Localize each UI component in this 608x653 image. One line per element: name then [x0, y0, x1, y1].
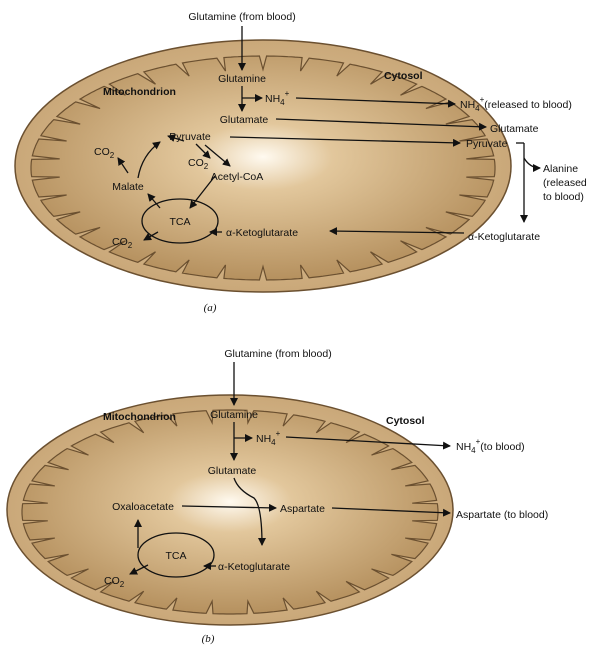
label-nh4-outer-b: NH4+(to blood) [456, 437, 525, 455]
label-alanine-1: Alanine [543, 163, 578, 175]
label-glutamate-inner-a: Glutamate [220, 114, 269, 126]
label-glutamine-blood-b: Glutamine (from blood) [224, 348, 331, 360]
label-akg-inner-a: α-Ketoglutarate [226, 227, 298, 239]
label-akg-b: α-Ketoglutarate [218, 561, 290, 573]
caption-a: (a) [204, 302, 217, 314]
label-malate-a: Malate [112, 181, 144, 193]
label-oxaloacetate-b: Oxaloacetate [112, 501, 174, 513]
label-akg-outer-a: α-Ketoglutarate [468, 231, 540, 243]
label-cytosol-b: Cytosol [386, 415, 425, 427]
label-glutamine-b: Glutamine [210, 409, 258, 421]
label-glutamate-outer-a: Glutamate [490, 123, 539, 135]
panel-b: Glutamine (from blood) Glutamine Mitocho… [7, 348, 548, 645]
label-aspartate-outer-b: Aspartate (to blood) [456, 509, 548, 521]
inner-membrane-a [31, 56, 495, 280]
caption-b: (b) [202, 633, 215, 645]
label-glutamate-b: Glutamate [208, 465, 257, 477]
panel-a: Glutamine (from blood) Glutamine Mitocho… [15, 11, 587, 314]
label-pyruvate-outer-a: Pyruvate [466, 138, 508, 150]
label-alanine-2: (released [543, 177, 587, 189]
label-acetyl-coa-a: Acetyl-CoA [211, 171, 264, 183]
label-tca-a: TCA [170, 216, 191, 228]
label-glutamine-a: Glutamine [218, 73, 266, 85]
label-alanine-3: to blood) [543, 191, 584, 203]
label-pyruvate-inner-a: Pyruvate [169, 131, 211, 143]
label-aspartate-inner-b: Aspartate [280, 503, 325, 515]
label-nh4-outer-a: NH4+(released to blood) [460, 95, 572, 113]
label-glutamine-blood-a: Glutamine (from blood) [188, 11, 295, 23]
label-cytosol-a: Cytosol [384, 70, 423, 82]
arrow-to-alanine [524, 158, 540, 168]
label-mitochondrion-a: Mitochondrion [103, 86, 176, 98]
inner-membrane-b [22, 410, 438, 614]
label-tca-b: TCA [166, 550, 187, 562]
label-mitochondrion-b: Mitochondrion [103, 411, 176, 423]
